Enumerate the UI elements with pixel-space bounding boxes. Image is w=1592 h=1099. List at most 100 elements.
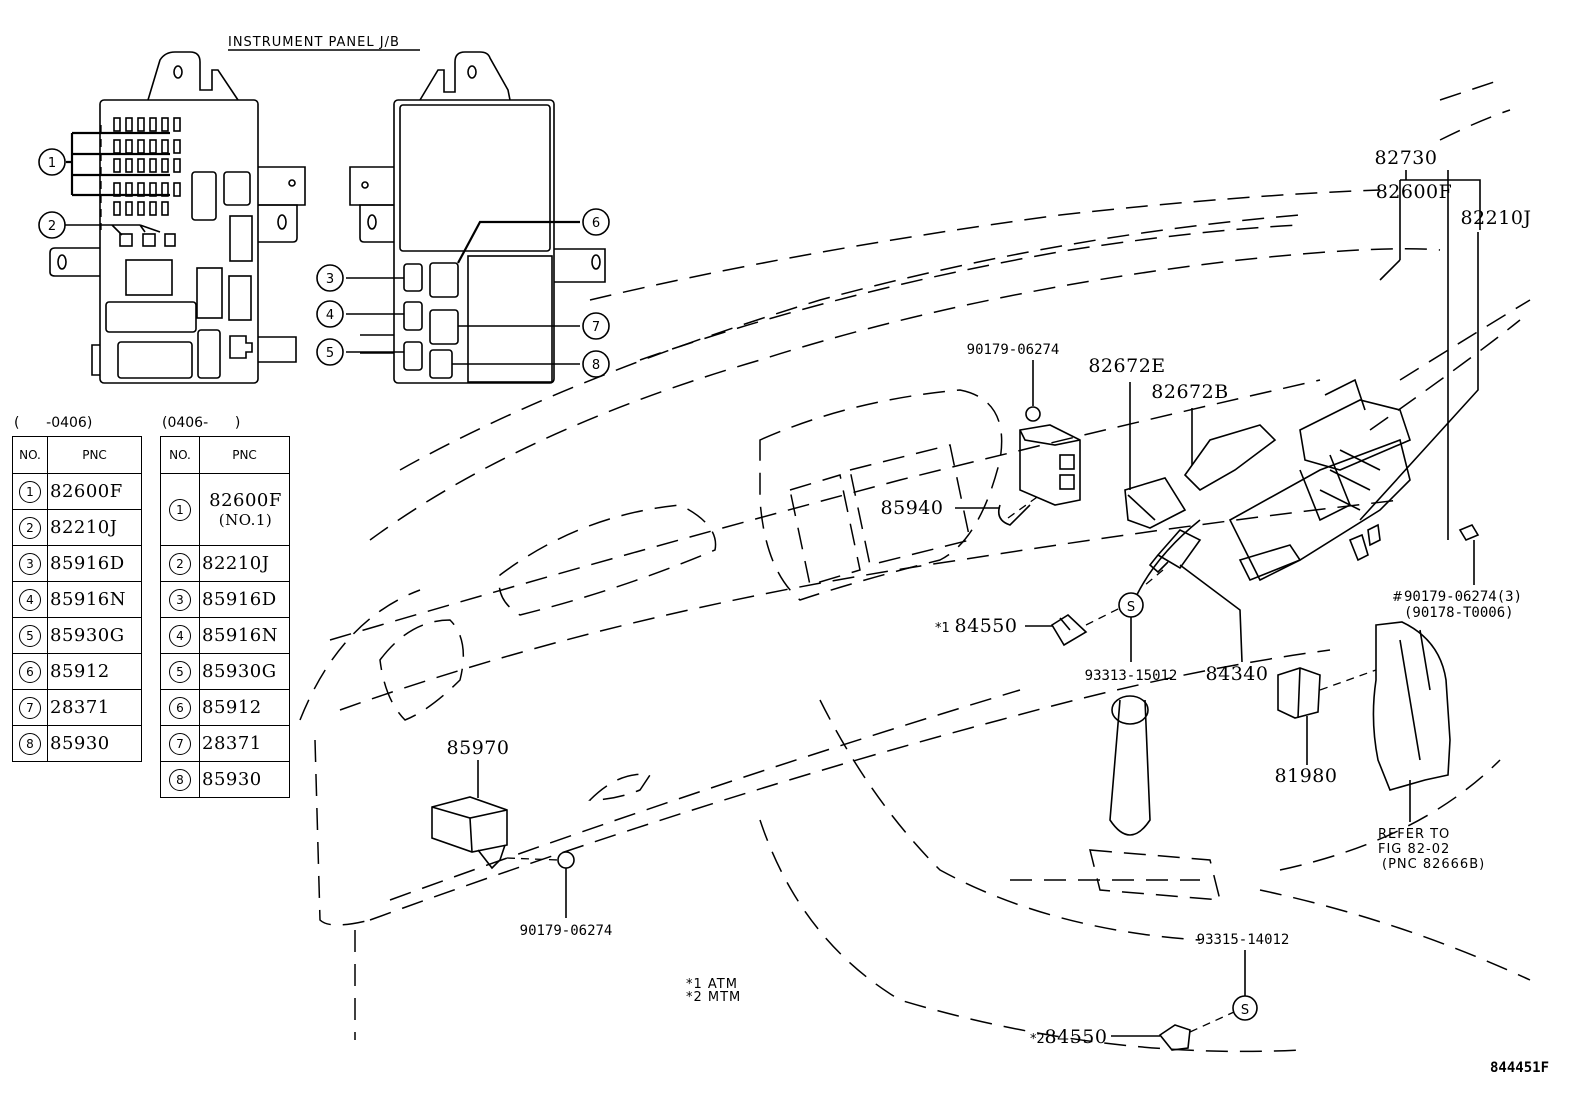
row-number-circle: 6 [169, 696, 191, 719]
svg-text:1: 1 [48, 156, 56, 171]
row-number-circle: 5 [19, 624, 41, 647]
row-number-circle: 3 [169, 588, 191, 611]
label-82672B: 82672B [1151, 381, 1228, 403]
row-number-circle: 4 [19, 588, 41, 611]
label-84550-mtm: 84550 [1045, 1026, 1108, 1048]
fuse [113, 117, 121, 132]
label-84550-atm-mark: *1 [935, 621, 950, 636]
row-number-cell: 1 [12, 473, 48, 510]
pnc-value: 28371 [50, 697, 110, 718]
junction-box-title: INSTRUMENT PANEL J/B [228, 35, 400, 50]
pnc-value: 85916D [202, 589, 277, 610]
row-number-circle: 6 [19, 660, 41, 683]
part-90179-clip [1458, 523, 1480, 542]
row-number-circle: 3 [19, 552, 41, 575]
row-number-cell: 6 [12, 653, 48, 690]
table-2-header-no: NO. [160, 436, 200, 474]
table-row: 3 85916D [12, 545, 142, 582]
callout-4: 4 [316, 300, 344, 328]
label-90178-T0006: (90178-T0006) [1404, 605, 1514, 621]
table-1-header-no: NO. [12, 436, 48, 474]
svg-text:5: 5 [326, 346, 334, 361]
pnc-value: 85930 [202, 769, 262, 790]
row-number-circle: 1 [19, 480, 41, 503]
row-number-circle: 8 [19, 732, 41, 755]
svg-text:8: 8 [592, 358, 600, 373]
row-number-circle: 7 [19, 696, 41, 719]
part-90179-grommet-top [1025, 406, 1041, 422]
table-row: 8 85930 [12, 725, 142, 762]
pnc-cell: 85930G [47, 617, 142, 654]
fuse [173, 182, 181, 197]
label-90179-06274-bottom: 90179-06274 [520, 923, 613, 939]
part-85970-relay [431, 796, 508, 870]
table-row: 3 85916D [160, 581, 290, 618]
refer-note-line3: (PNC 82666B) [1382, 857, 1485, 872]
row-number-cell: 4 [12, 581, 48, 618]
callout-7: 7 [582, 312, 610, 340]
pnc-cell: 85930 [47, 725, 142, 762]
label-82672E: 82672E [1088, 355, 1165, 377]
part-84340-switch [1148, 529, 1202, 574]
junction-box-back [346, 51, 606, 384]
fuse [113, 158, 121, 173]
table-row: 7 28371 [12, 689, 142, 726]
row-number-circle: 4 [169, 624, 191, 647]
part-85940-relay [997, 424, 1081, 526]
figure-code: 844451F [1490, 1060, 1549, 1076]
row-number-cell: 1 [160, 473, 200, 546]
fuse [149, 158, 157, 173]
fuse [149, 117, 157, 132]
fuse [125, 117, 133, 132]
label-85940: 85940 [881, 497, 944, 519]
dashboard-outline [299, 79, 1531, 1053]
row-number-circle: 1 [169, 498, 191, 521]
pnc-cell: 85912 [199, 689, 290, 726]
part-81980 [1277, 667, 1321, 719]
fuse [161, 201, 169, 216]
table-row: 5 85930G [12, 617, 142, 654]
pnc-cell: 82210J [47, 509, 142, 546]
screw-symbol-bottom: S [1232, 995, 1258, 1021]
part-84550-atm [1050, 613, 1088, 647]
part-90179-grommet-bottom [557, 851, 575, 869]
footnote-atm: *1 ATM [686, 977, 738, 992]
table-2-caption: (0406- ) [162, 415, 241, 431]
refer-note-line1: REFER TO [1378, 827, 1450, 842]
pnc-cell: 85930G [199, 653, 290, 690]
fuse [125, 201, 133, 216]
pnc-value: 85912 [202, 697, 262, 718]
table-row: 6 85912 [160, 689, 290, 726]
svg-text:2: 2 [48, 219, 56, 234]
fuse [173, 117, 181, 132]
table-row: 6 85912 [12, 653, 142, 690]
callout-8: 8 [582, 350, 610, 378]
pnc-cell: 85912 [47, 653, 142, 690]
svg-text:S: S [1127, 600, 1135, 615]
row-number-cell: 8 [160, 761, 200, 798]
pnc-value: 85916D [50, 553, 125, 574]
fuse [137, 139, 145, 154]
callout-2: 2 [38, 211, 66, 239]
svg-text:4: 4 [326, 308, 334, 323]
pnc-cell: 85916D [47, 545, 142, 582]
pnc-cell: 82600F(NO.1) [199, 473, 290, 546]
part-82672B-bracket [1183, 424, 1277, 491]
fuse [113, 201, 121, 216]
row-number-cell: 5 [160, 653, 200, 690]
pnc-value: 82210J [50, 517, 118, 538]
label-81980: 81980 [1275, 765, 1338, 787]
junction-box-front [49, 51, 306, 384]
part-82730-junction-block [1228, 378, 1411, 582]
row-number-cell: 3 [160, 581, 200, 618]
fuse [125, 158, 133, 173]
callout-1: 1 [38, 148, 66, 176]
fuse [113, 139, 121, 154]
